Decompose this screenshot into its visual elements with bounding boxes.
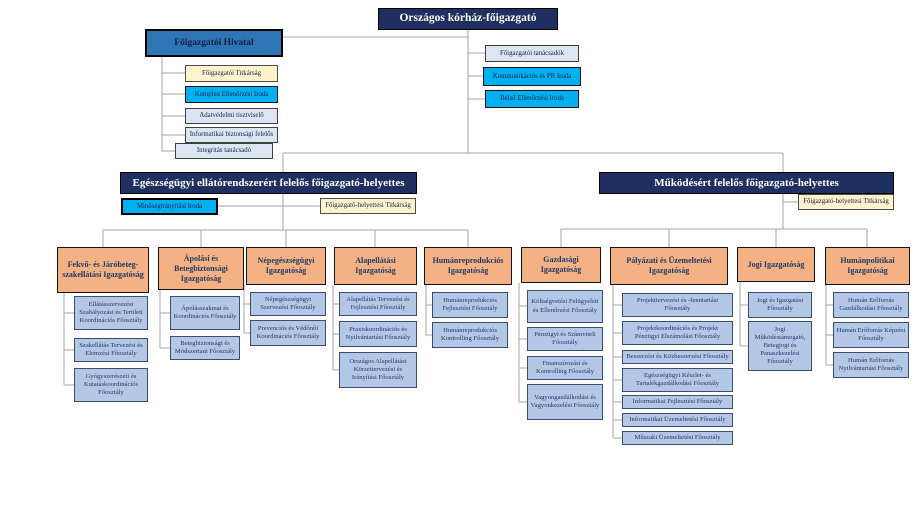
dept-alapellatas-tervezesi: Alapellátás Tervezési és Fejlesztési Főo… bbox=[339, 292, 417, 316]
hivatal-komplex-ellenorzes: Komplex Ellenőrzési Iroda bbox=[185, 86, 278, 103]
deputy-right-titkarsag: Főigazgató-helyettesi Titkárság bbox=[798, 194, 894, 210]
dept-humanrepro-fejlesztesi: Humánreprodukciós Fejlesztési Főosztály bbox=[432, 292, 508, 318]
dept-muszaki-uzemeltetesi: Műszaki Üzemeltetési Főosztály bbox=[622, 431, 733, 445]
dir-palyazati-uzemeltetesi: Pályázati és Üzemeltetési Igazgatóság bbox=[610, 247, 728, 285]
dept-apolasszakmai: Ápolásszakmai és Koordinációs Főosztály bbox=[170, 296, 240, 330]
hivatal-informatikai-biztonsag: Informatikai biztonsági felelős bbox=[185, 127, 278, 143]
dept-praxiskoordinacios: Praxiskoordinációs és Nyilvántartási Főo… bbox=[339, 321, 417, 347]
office-belso-ellenorzes: Belső Ellenőrzési Iroda bbox=[485, 90, 579, 108]
dept-koltsegvetesi: Költségvetési Felügyeleti és Ellenőrzési… bbox=[527, 290, 603, 323]
dept-projektkoordinacios: Projektkoordinációs és Projekt Pénzügyi … bbox=[622, 321, 733, 345]
minosegiranyitasi-iroda: Minőségirányítási Iroda bbox=[121, 198, 218, 215]
dir-humanpolitikai: Humánpolitikai Igazgatóság bbox=[825, 247, 910, 285]
hivatal-adatvedelem: Adatvédelmi tisztviselő bbox=[185, 108, 278, 124]
dept-orszagos-alapellatasi: Országos Alapellátási Körzettervezési és… bbox=[339, 352, 417, 388]
dept-her-gazdalkodasi: Humán Erőforrás Gazdálkodási Főosztály bbox=[833, 292, 909, 318]
dir-humanreprodukcios: Humánreprodukciós Igazgatóság bbox=[424, 247, 512, 285]
deputy-left-box: Egészségügyi ellátórendszerért felelős f… bbox=[120, 172, 417, 194]
dept-jogi-igazgatasi: Jogi és Igazgatási Főosztály bbox=[748, 292, 812, 318]
dept-projekttervezesi: Projekttervezési és -fenntartási Főosztá… bbox=[622, 293, 733, 317]
office-kommunikacio-pr: Kommunikációs és PR Iroda bbox=[483, 67, 581, 86]
dept-finanszirozasi: Finanszírozási és Kontrolling Főosztály bbox=[527, 356, 603, 380]
dept-penzugyi: Pénzügyi és Számviteli Főosztály bbox=[527, 327, 603, 351]
hivatal-integritas: Integritás tanácsadó bbox=[175, 143, 273, 159]
dept-betegbiztonsagi: Betegbiztonsági és Módszertani Főosztály bbox=[170, 336, 240, 360]
dept-jogi-mukodestamogato: Jogi Működéstámogató, Betegjogi és Panas… bbox=[748, 321, 812, 371]
dir-alapellatasi: Alapellátási Igazgatóság bbox=[334, 247, 417, 285]
dept-her-nyilvantartasi: Humán Erőforrás Nyilvántartási Főosztály bbox=[833, 352, 909, 378]
dept-beszerzesi: Beszerzési és Közbeszerzési Főosztály bbox=[622, 350, 733, 364]
dir-fekvo-jarobeteg: Fekvő- és Járóbeteg-szakellátási Igazgat… bbox=[57, 247, 149, 293]
dir-gazdasagi: Gazdasági Igazgatóság bbox=[521, 247, 601, 283]
dir-apolasi: Ápolási és Betegbiztonsági Igazgatóság bbox=[158, 247, 244, 290]
dept-ellatasszervezesi: Ellátásszervezési Szabályozási és Terüle… bbox=[74, 296, 148, 330]
dept-vagyongazdalkodasi: Vagyongazdálkodási és Vagyonkezelési Főo… bbox=[527, 384, 603, 420]
dir-jogi: Jogi Igazgatóság bbox=[737, 247, 815, 282]
dept-prevencios: Prevenciós és Védőnői Koordinációs Főosz… bbox=[250, 320, 326, 346]
dir-nepegeszsegugyi: Népegészségügyi Igazgatóság bbox=[246, 247, 326, 285]
dept-informatikai-uzemeltetesi: Informatikai Üzemeltetési Főosztály bbox=[622, 413, 733, 427]
root-title-box: Országos kórház-főigazgató bbox=[378, 8, 558, 30]
dept-informatikai-fejlesztesi: Informatikai Fejlesztési Főosztály bbox=[622, 395, 733, 409]
dept-szakellatas-tervezesi: Szakellátás Tervezési és Elemzési Főoszt… bbox=[74, 338, 148, 362]
dept-her-kepzesi: Humán Erőforrás Képzési Főosztály bbox=[833, 322, 909, 348]
deputy-left-titkarsag: Főigazgató-helyettesi Titkárság bbox=[320, 198, 416, 214]
dept-gyogyszereszeti: Gyógyszerészeti és Kutatáskoordinációs F… bbox=[74, 368, 148, 402]
office-tanacsadok: Főigazgatói tanácsadók bbox=[485, 45, 579, 62]
hivatal-box: Főigazgatói Hivatal bbox=[145, 29, 283, 57]
dept-nepegeszsegugyi-szervezesi: Népegészségügyi Szervezési Főosztály bbox=[250, 292, 326, 316]
deputy-right-box: Működésért felelős főigazgató-helyettes bbox=[599, 172, 894, 194]
dept-humanrepro-kontrolling: Humánreprodukciós Kontrolling Főosztály bbox=[432, 322, 508, 348]
hivatal-titkarsag: Főigazgatói Titkárság bbox=[185, 65, 278, 82]
dept-eu-keszlet: Egészségügyi Készlet- és Tartalékgazdálk… bbox=[622, 368, 733, 392]
